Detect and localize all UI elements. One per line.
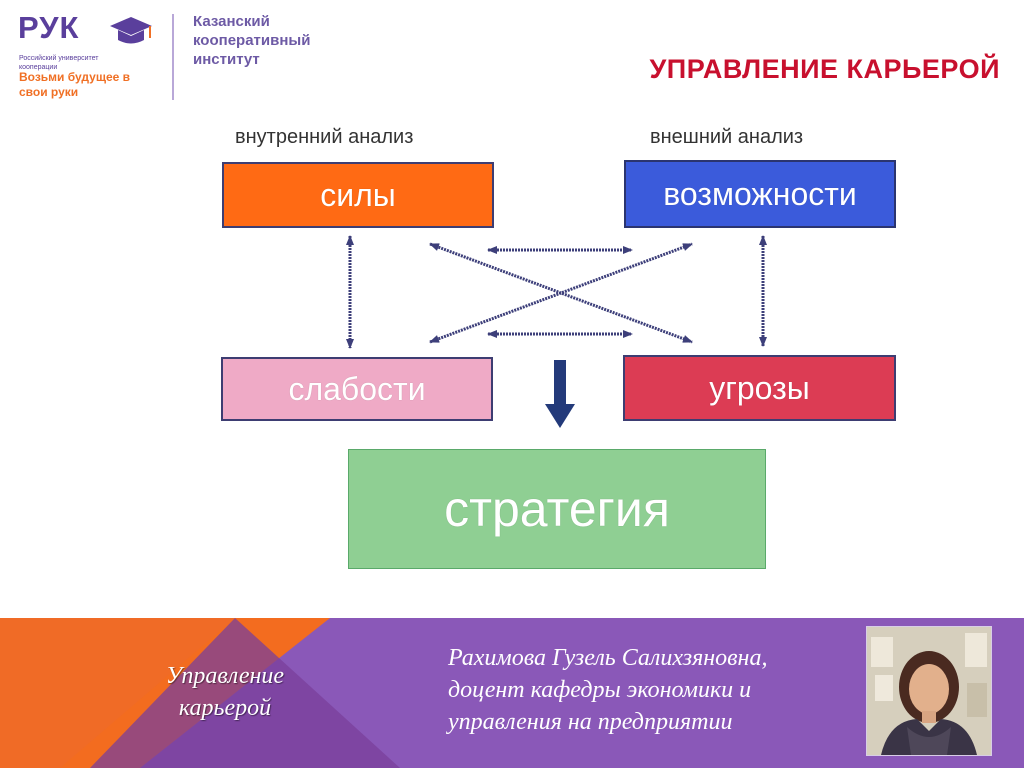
strategy-box: стратегия [348, 449, 766, 569]
logo-abbreviation: РУК [18, 10, 80, 45]
author-position: доцент кафедры экономики и [448, 677, 752, 703]
author-department: управления на предприятии [448, 709, 733, 735]
footer-course-title: Управление карьерой [165, 663, 285, 721]
footer-author-info: Рахимова Гузель Салихзяновна, доцент каф… [448, 642, 853, 738]
institution-logo: РУК Российский университет кооперации Во… [18, 10, 358, 105]
opportunities-box: возможности [624, 160, 896, 228]
threats-box: угрозы [623, 355, 896, 421]
external-analysis-label: внешний анализ [650, 126, 804, 148]
logo-university-name: Российский университет кооперации [19, 55, 99, 71]
footer-decoration [0, 618, 400, 768]
weaknesses-box: слабости [221, 357, 493, 421]
internal-analysis-label: внутренний анализ [235, 126, 414, 148]
graduation-cap-icon [110, 17, 152, 44]
strengths-box: силы [222, 162, 494, 228]
arrow-diagonal-up [429, 242, 693, 344]
footer-banner: Управление карьерой Рахимова Гузель Сали… [0, 618, 1024, 768]
arrow-down-to-strategy [545, 360, 575, 428]
logo-slogan: Возьми будущее в свои руки [19, 70, 131, 99]
logo-divider [172, 14, 174, 100]
author-name: Рахимова Гузель Салихзяновна, [448, 645, 768, 671]
portrait-image [867, 627, 991, 755]
institute-name: Казанский кооперативный институт [193, 13, 311, 68]
page-title: УПРАВЛЕНИЕ КАРЬЕРОЙ [649, 54, 1000, 84]
author-photo [866, 626, 992, 756]
